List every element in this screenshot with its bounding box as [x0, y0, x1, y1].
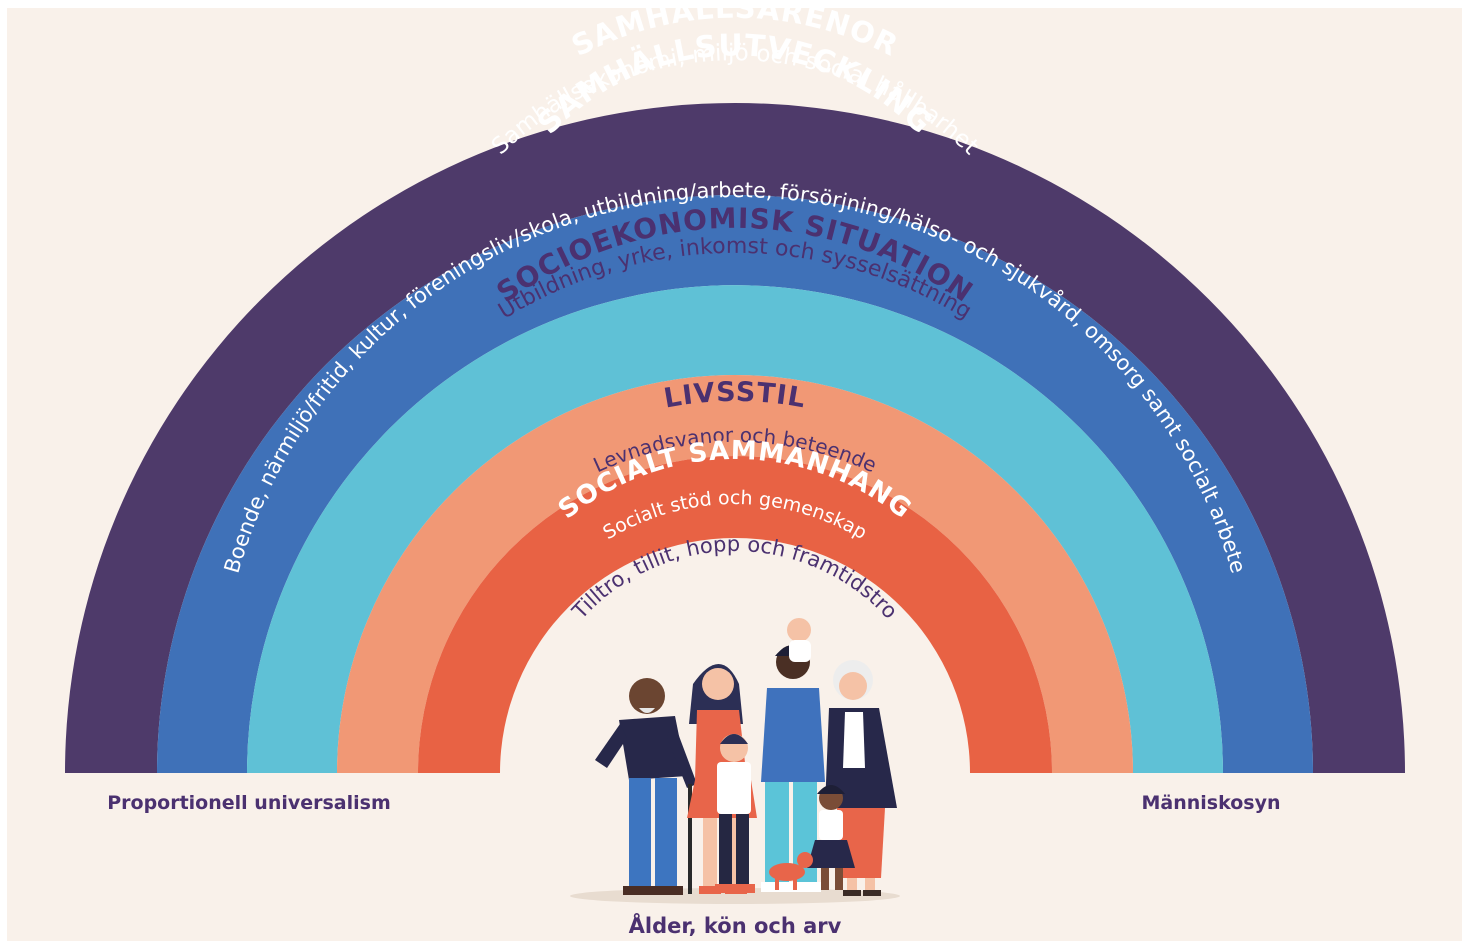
label-alder-kon-arv: Ålder, kön och arv — [629, 913, 842, 938]
rainbow-diagram: SAMHÄLLSUTVECKLING Samhällsekonomi, milj… — [65, 8, 1405, 938]
ring-socioekonomisk — [247, 285, 1223, 773]
dog-figure — [769, 852, 813, 890]
grandfather-figure — [595, 678, 697, 895]
label-manniskosyn: Människosyn — [1141, 792, 1280, 814]
boy-figure — [715, 734, 755, 893]
ring-samhallsarenor — [157, 195, 1313, 773]
ring-livsstil — [337, 375, 1133, 773]
ring-socialt — [418, 456, 1052, 773]
grandmother-figure — [825, 660, 897, 896]
label-proportionell-universalism: Proportionell universalism — [107, 792, 391, 814]
diagram-canvas: SAMHÄLLSUTVECKLING Samhällsekonomi, milj… — [7, 8, 1462, 941]
ring-samhallsutveckling — [65, 103, 1405, 773]
girl-figure — [807, 785, 855, 890]
family-group-illustration — [570, 618, 900, 904]
father-figure — [761, 618, 825, 892]
